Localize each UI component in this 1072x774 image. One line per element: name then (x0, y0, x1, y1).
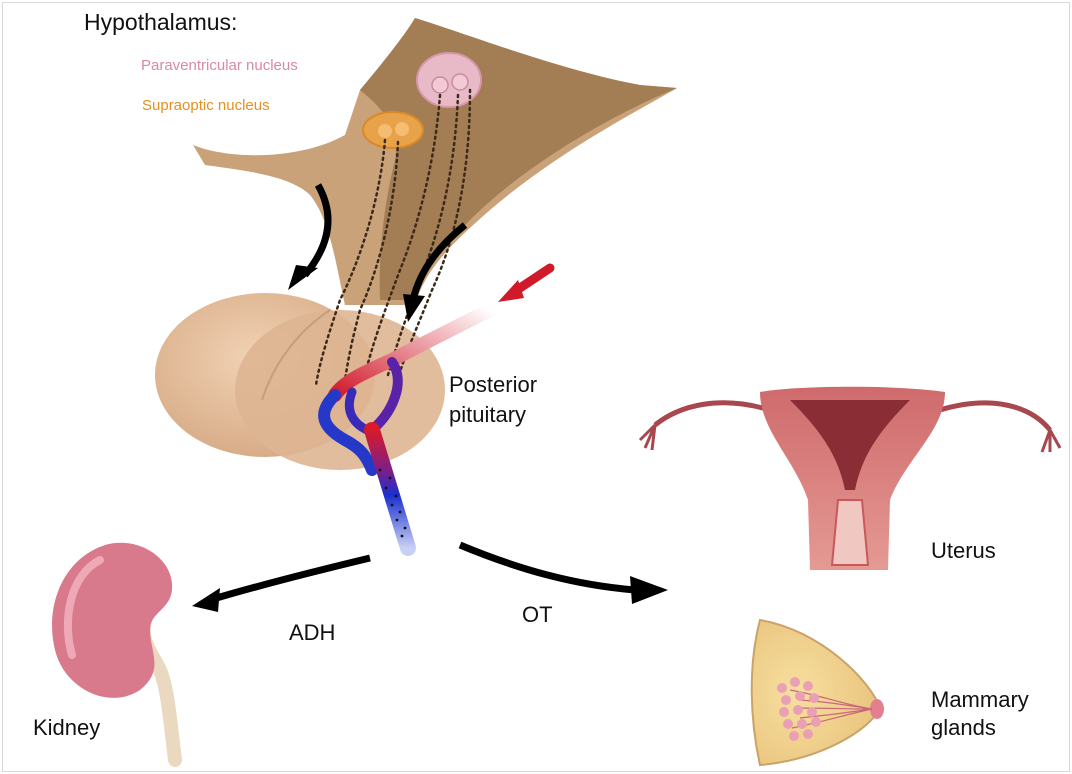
blood-input-arrow (498, 268, 550, 302)
kidney-label: Kidney (33, 714, 100, 742)
mammary-label-line2: glands (931, 714, 996, 742)
uterus-illustration (640, 387, 1060, 570)
ot-label: OT (522, 601, 553, 629)
posterior-pituitary-label-line2: pituitary (449, 401, 526, 429)
posterior-pituitary-label-line1: Posterior (449, 371, 537, 399)
supraoptic-label: Supraoptic nucleus (142, 97, 270, 114)
supraoptic-nucleus-shape (363, 112, 423, 148)
paraventricular-nucleus-shape (417, 53, 481, 107)
paraventricular-label: Paraventricular nucleus (141, 57, 298, 74)
mammary-label-line1: Mammary (931, 686, 1029, 714)
mammary-gland-illustration (752, 620, 884, 765)
uterus-label: Uterus (931, 537, 996, 565)
hypothalamus-title: Hypothalamus: (84, 8, 237, 36)
adh-label: ADH (289, 619, 335, 647)
